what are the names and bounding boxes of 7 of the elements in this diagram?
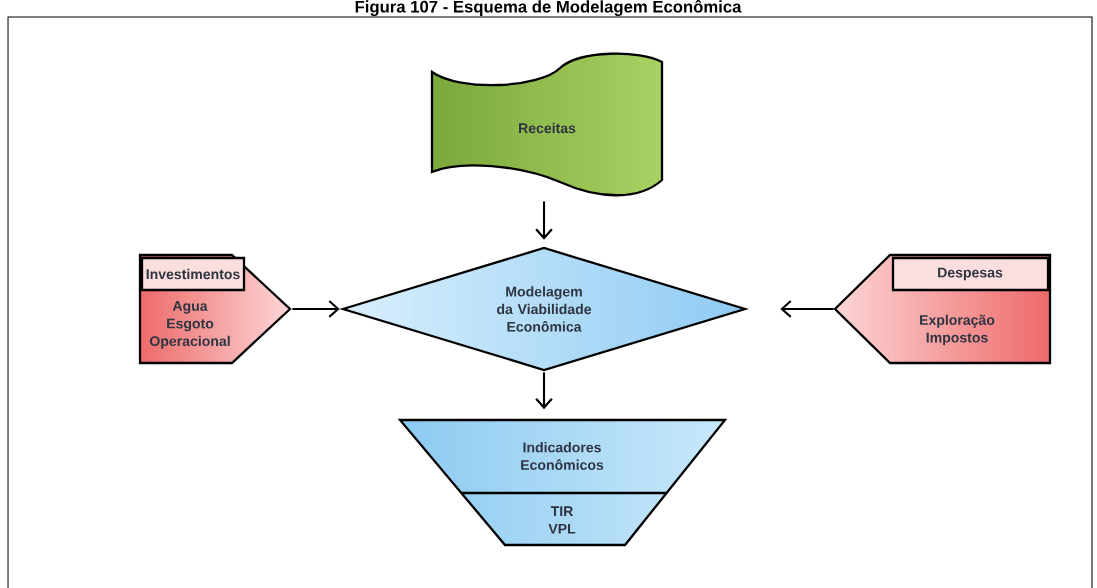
arrow (535, 372, 553, 410)
arrow (535, 201, 553, 240)
arrow (292, 300, 340, 318)
arrow (780, 300, 834, 318)
pentagon-box: Despesas Exploração Impostos (833, 253, 1052, 365)
figure-title: Figura 107 - Esquema de Modelagem Econômica (355, 0, 742, 16)
pentagon-box: Investimentos Agua Esgoto Operacional (138, 253, 292, 365)
